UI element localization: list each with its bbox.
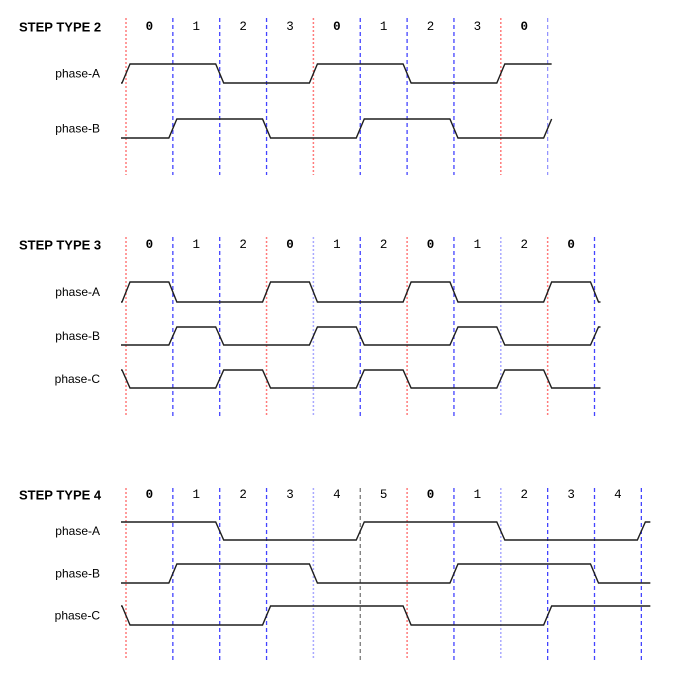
waveform-step-type-3-phase-B bbox=[121, 326, 601, 346]
step-number-label: 2 bbox=[520, 488, 528, 502]
waveform-step-type-3-phase-A bbox=[121, 281, 601, 303]
phase-label: phase-A bbox=[55, 285, 100, 299]
phase-label: phase-C bbox=[55, 609, 101, 623]
step-number-label: 3 bbox=[567, 488, 575, 502]
step-number-label: 3 bbox=[286, 20, 294, 34]
step-number-label: 1 bbox=[193, 488, 201, 502]
phase-label: phase-B bbox=[55, 329, 100, 343]
diagram-step-type-4: STEP TYPE 4 0 1 2 3 4 5 0 1 2 3 4 phase-A phase-B phas… bbox=[19, 488, 651, 660]
step-number-label: 2 bbox=[239, 238, 247, 252]
step-number-label: 0 bbox=[567, 238, 575, 252]
phase-label: phase-B bbox=[55, 122, 100, 136]
section-title: STEP TYPE 2 bbox=[19, 20, 101, 35]
step-number-label: 1 bbox=[474, 488, 482, 502]
waveform-step-type-3-phase-C bbox=[121, 369, 601, 389]
waveform-step-type-4-phase-C bbox=[121, 605, 651, 626]
step-number-label: 4 bbox=[333, 488, 341, 502]
step-number-label: 1 bbox=[474, 238, 482, 252]
step-number-label: 2 bbox=[239, 20, 247, 34]
phase-label: phase-A bbox=[55, 524, 100, 538]
step-number-label: 4 bbox=[614, 488, 622, 502]
step-number-label: 0 bbox=[333, 20, 341, 34]
step-number-label: 2 bbox=[380, 238, 388, 252]
phase-label: phase-A bbox=[55, 67, 100, 81]
waveform-step-type-2-phase-B bbox=[121, 118, 553, 139]
step-number-label: 0 bbox=[286, 238, 294, 252]
diagram-step-type-3: STEP TYPE 3 0 1 2 0 1 2 0 1 2 0 phase-A phase-B phase… bbox=[19, 237, 601, 417]
step-number-label: 0 bbox=[146, 20, 154, 34]
step-number-label: 3 bbox=[474, 20, 482, 34]
step-number-label: 1 bbox=[193, 20, 201, 34]
step-number-label: 0 bbox=[427, 488, 435, 502]
phase-label: phase-B bbox=[55, 567, 100, 581]
section-title: STEP TYPE 3 bbox=[19, 238, 101, 253]
waveform-step-type-2-phase-A bbox=[121, 63, 552, 84]
step-number-label: 2 bbox=[239, 488, 247, 502]
step-number-label: 2 bbox=[427, 20, 435, 34]
step-number-label: 1 bbox=[380, 20, 388, 34]
step-number-label: 0 bbox=[146, 488, 154, 502]
waveform-step-type-4-phase-B bbox=[121, 563, 651, 584]
step-number-label: 2 bbox=[520, 238, 528, 252]
step-number-label: 3 bbox=[286, 488, 294, 502]
step-number-label: 5 bbox=[380, 488, 388, 502]
section-title: STEP TYPE 4 bbox=[19, 488, 102, 503]
step-number-label: 1 bbox=[193, 238, 201, 252]
diagram-step-type-2: STEP TYPE 2 0 1 2 3 0 1 2 3 0 phase-A phase-B bbox=[19, 18, 553, 175]
step-number-label: 0 bbox=[146, 238, 154, 252]
phase-label: phase-C bbox=[55, 372, 101, 386]
step-number-label: 0 bbox=[427, 238, 435, 252]
waveform-step-type-4-phase-A bbox=[121, 521, 651, 541]
step-number-label: 0 bbox=[520, 20, 528, 34]
step-number-label: 1 bbox=[333, 238, 341, 252]
